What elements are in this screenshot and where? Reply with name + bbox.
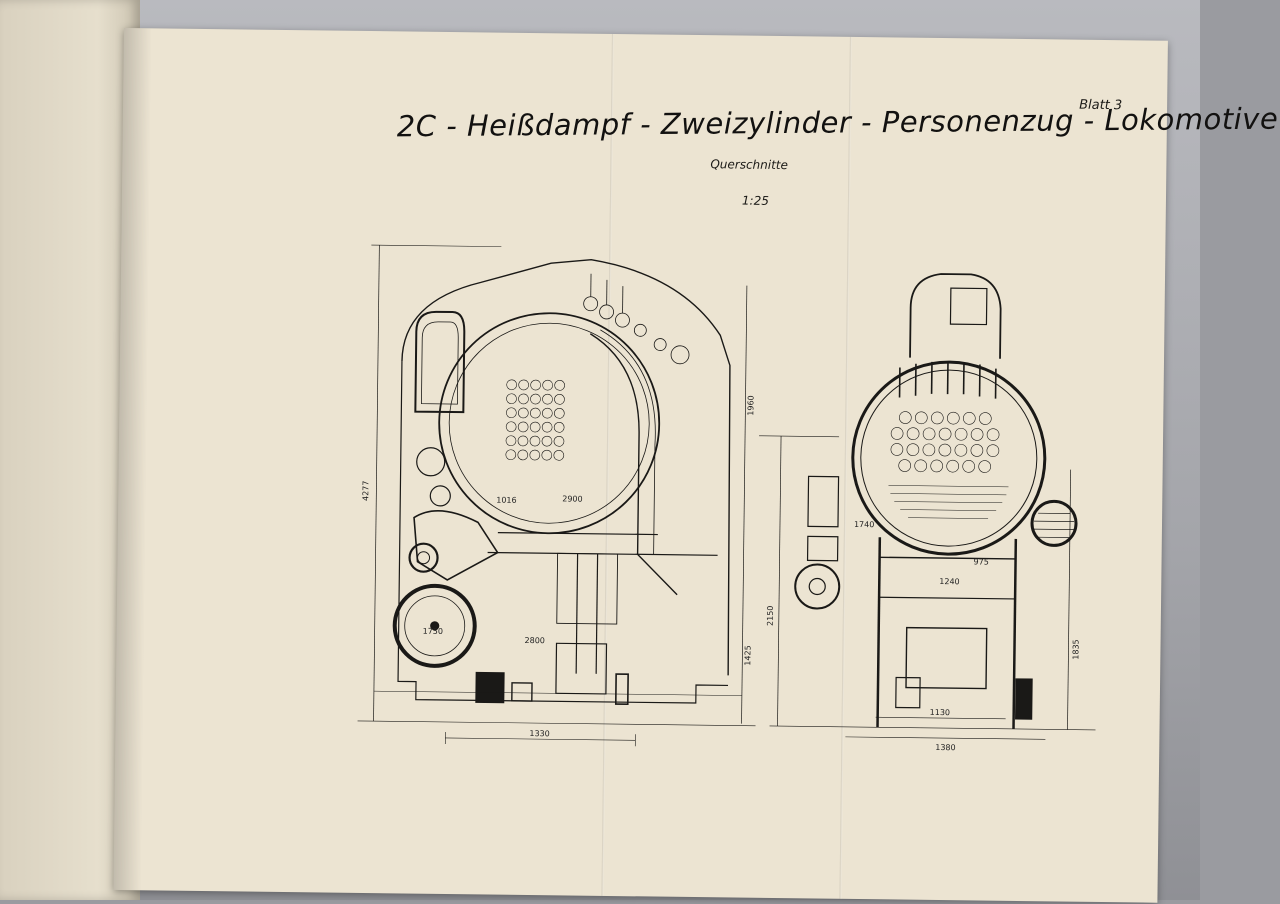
dim-label-1016: 1016	[496, 496, 516, 505]
left-cross-section	[357, 245, 761, 748]
right-cross-section	[755, 272, 1101, 740]
dim-label-1240: 1240	[939, 577, 959, 586]
dim-height-lower: 1425	[743, 645, 752, 665]
dim-label-975: 975	[973, 557, 988, 566]
dim-right-height-left: 2150	[766, 606, 775, 626]
dim-label-1740: 1740	[854, 520, 874, 529]
dim-height-upper: 1960	[746, 395, 755, 415]
dim-label-2800: 2800	[524, 636, 544, 645]
drawing-sheet: Blatt 3 2C - Heißdampf - Zweizylinder - …	[113, 28, 1167, 903]
dim-label-2900: 2900	[562, 494, 582, 503]
dim-label-1750: 1750	[423, 627, 443, 636]
dim-width-bottom: 1330	[529, 729, 549, 738]
dim-right-height-right: 1835	[1071, 639, 1080, 659]
dim-right-width-inner: 1130	[930, 708, 950, 717]
dim-height-total: 4277	[361, 481, 370, 501]
dim-right-width-bottom: 1380	[935, 743, 955, 752]
cross-section-drawings: 4277 1960 1425 1330 1016 2900 2800 1750 …	[113, 28, 1163, 901]
